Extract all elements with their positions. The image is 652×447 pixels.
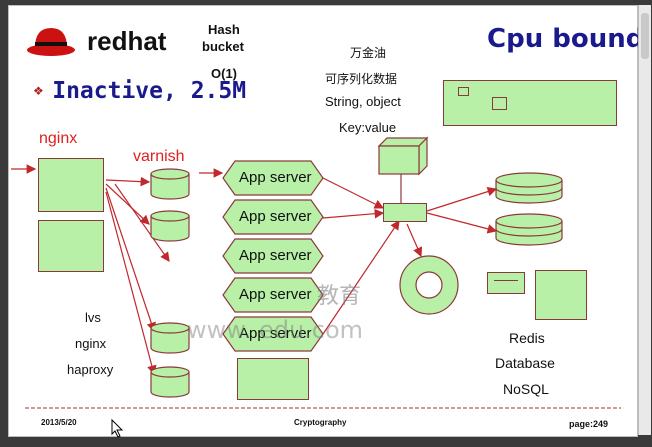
arrow-nginx-varnish1 — [105, 176, 151, 187]
redhat-wordmark: redhat — [87, 26, 167, 56]
footer-center: Cryptography — [294, 418, 347, 427]
footer-date: 2013/5/20 — [41, 418, 77, 427]
db-cylinder-1 — [150, 322, 190, 354]
diagram-connectors — [11, 164, 621, 409]
kv-line1: 万金油 — [350, 46, 387, 60]
label-varnish: varnish — [133, 148, 185, 165]
ring-shape — [399, 255, 459, 315]
watermark-line1: 教育 — [317, 283, 362, 308]
large-box-top-right — [443, 80, 617, 126]
lb-item-nginx: nginx — [75, 336, 107, 351]
store-item-redis: Redis — [509, 330, 545, 346]
bullet-text: Inactive, 2.5M — [52, 78, 247, 104]
arrow-app5-cache — [322, 220, 400, 335]
watermark-line2: www. edu.com — [187, 316, 364, 344]
store-item-nosql: NoSQL — [503, 381, 549, 397]
cache-cube — [377, 136, 429, 176]
arrow-nginx-db1 — [105, 187, 156, 333]
arrow-cache-db2 — [426, 212, 498, 234]
storage-cylinder-2 — [495, 213, 563, 246]
small-box-right-1-line — [494, 280, 518, 281]
cylinders-layer — [150, 136, 563, 398]
kv-line2: 可序列化数据 — [325, 72, 398, 86]
label-nginx: nginx — [39, 130, 78, 147]
varnish-cylinder-2 — [150, 210, 190, 242]
lb-item-lvs: lvs — [85, 310, 101, 325]
arrow-nginx-varnish2 — [105, 183, 150, 225]
lb-item-haproxy: haproxy — [67, 362, 114, 377]
scrollbar-thumb[interactable] — [641, 13, 649, 59]
arrow-cache-db1 — [426, 186, 498, 212]
kv-line4: Key:value — [339, 120, 397, 135]
app-server-5-label: App server — [239, 325, 312, 342]
app-server-3-label: App server — [239, 247, 312, 264]
app-server-2-label: App server — [239, 208, 312, 225]
vertical-scrollbar[interactable] — [638, 5, 651, 435]
kv-line3: String, object — [325, 94, 401, 109]
large-box-right-bottom — [535, 270, 587, 320]
hash-line1: Hash — [208, 22, 240, 37]
store-item-database: Database — [495, 355, 555, 371]
arrow-app1-cache — [322, 177, 385, 209]
arrow-nginx-down — [114, 183, 170, 262]
varnish-cylinder-1 — [150, 168, 190, 200]
nginx-box — [38, 158, 104, 212]
small-square-2 — [492, 97, 507, 110]
bullet-diamond-icon: ❖ — [33, 84, 44, 98]
footer-page: page:249 — [569, 419, 609, 429]
db-cylinder-2 — [150, 366, 190, 398]
small-box-right-1 — [487, 272, 525, 294]
hash-line2: bucket — [202, 39, 244, 54]
box-bottom-center — [237, 358, 309, 400]
cache-connector-box — [383, 203, 427, 222]
slide-title: Cpu bound — [487, 24, 645, 54]
slide: redhat Hash bucket O(1) 万金油 可序列化数据 Strin… — [8, 5, 644, 438]
redhat-hat-icon — [27, 28, 75, 56]
bullet-line: ❖ Inactive, 2.5M — [33, 78, 246, 104]
arrow-cache-ring — [406, 223, 423, 258]
arrow-nginx-db2 — [105, 191, 157, 376]
small-square-1 — [458, 87, 469, 96]
mouse-cursor-icon — [111, 418, 124, 438]
app-server-1-label: App server — [239, 169, 312, 186]
hash-line3: O(1) — [211, 66, 237, 81]
arrow-app2-cache — [322, 208, 385, 219]
storage-cylinder-1 — [495, 172, 563, 204]
app-server-4-label: App server — [239, 286, 312, 303]
box-left-lower — [38, 220, 104, 272]
